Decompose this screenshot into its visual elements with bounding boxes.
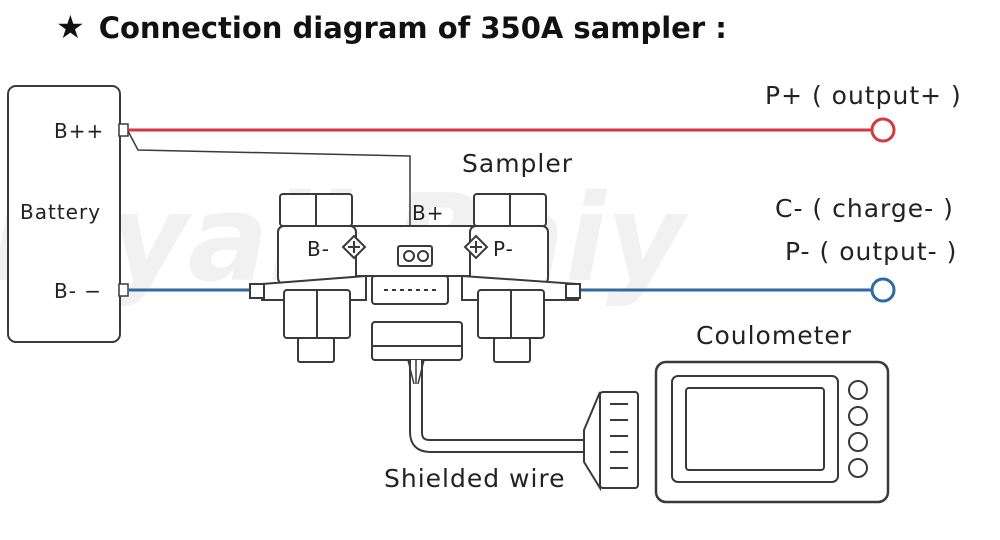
- positive-output-label: P+ ( output+ ): [765, 81, 962, 110]
- sampler-label: Sampler: [462, 149, 573, 178]
- battery-positive-label: B++: [54, 119, 104, 143]
- sampler-p-minus-label: P-: [493, 237, 514, 261]
- coulometer-label: Coulometer: [696, 321, 852, 350]
- shielded-wire-strands: [407, 359, 425, 385]
- positive-output-terminal: [870, 117, 896, 143]
- diagram-title: ★ Connection diagram of 350A sampler :: [56, 8, 727, 46]
- sampler-shunt: [249, 193, 581, 363]
- output-negative-label: P- ( output- ): [785, 237, 957, 266]
- charge-negative-label: C- ( charge- ): [775, 194, 954, 223]
- sense-wire: [127, 130, 411, 246]
- shielded-wire-inner: [411, 360, 584, 451]
- sampler-b-plus-label: B+: [412, 201, 444, 225]
- coulometer-button-3: [848, 432, 868, 452]
- diagram-title-text: Connection diagram of 350A sampler :: [98, 11, 727, 45]
- coulometer-screen: [685, 387, 825, 471]
- battery-negative-terminal: [118, 283, 129, 297]
- negative-output-terminal: [870, 277, 896, 303]
- star-icon: ★: [56, 8, 85, 46]
- battery-positive-terminal: [118, 123, 129, 137]
- coulometer-button-4: [848, 458, 868, 478]
- shielded-wire-outer: [409, 360, 584, 453]
- coulometer-button-2: [848, 406, 868, 426]
- shielded-wire-label: Shielded wire: [384, 464, 566, 493]
- sampler-terminal-marks: [341, 234, 489, 260]
- battery-negative-label: B- −: [54, 279, 102, 303]
- coulometer-connector: [583, 391, 639, 492]
- battery-label: Battery: [20, 200, 101, 224]
- sampler-b-minus-label: B-: [307, 237, 330, 261]
- coulometer-button-1: [848, 380, 868, 400]
- battery-box: [7, 85, 121, 343]
